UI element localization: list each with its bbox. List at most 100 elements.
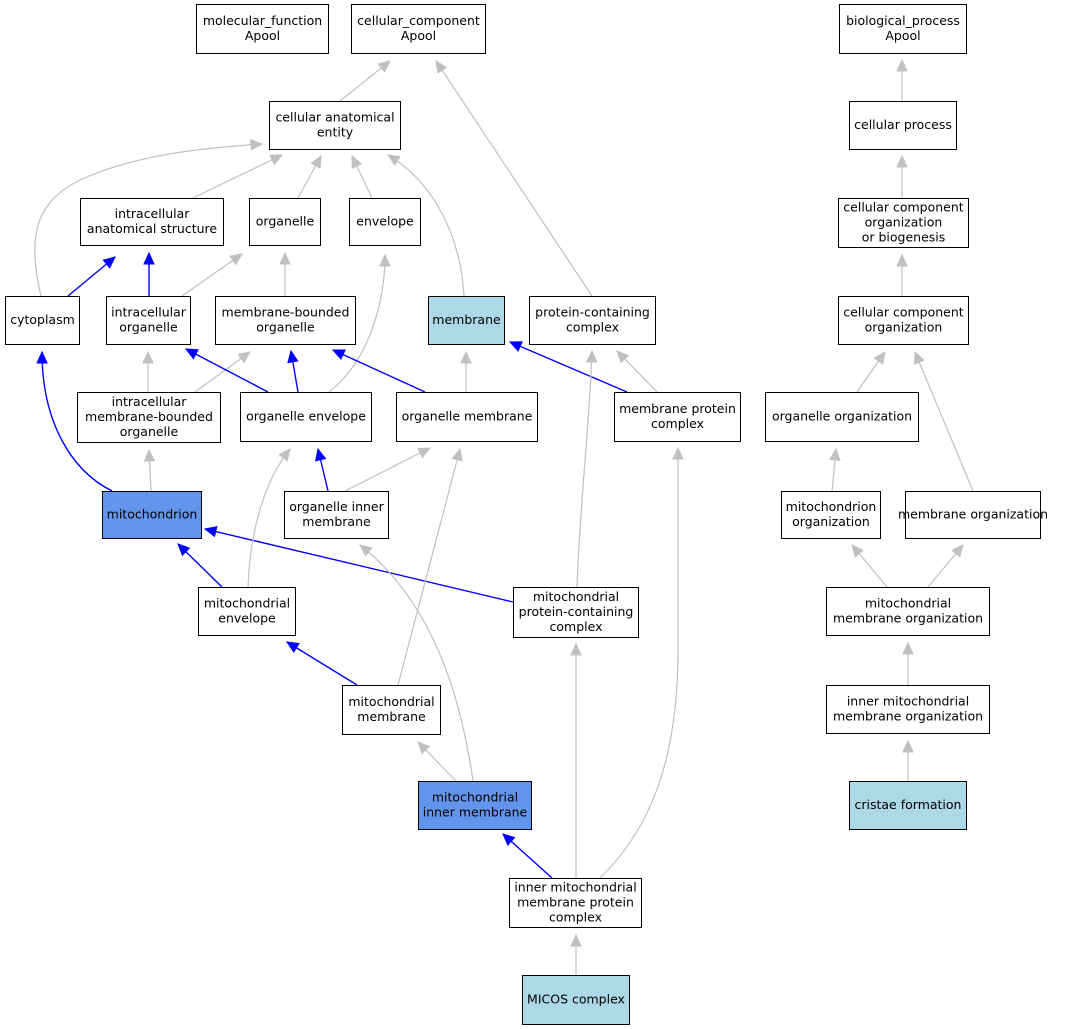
node-env[interactable]: envelope (349, 198, 421, 246)
arrowhead (417, 741, 431, 755)
edge-micos-to-impc (570, 933, 582, 975)
node-oenv[interactable]: organelle envelope (240, 392, 372, 442)
edge-imo-to-mmo (902, 641, 914, 685)
arrowhead (315, 447, 327, 462)
node-label-line: protein-containing (535, 305, 650, 320)
arrowhead (896, 154, 908, 168)
node-box (284, 491, 389, 539)
edge-mmem-to-menv (285, 641, 358, 686)
node-box (396, 392, 538, 442)
edge-ccob-to-cp (896, 154, 908, 198)
node-memo[interactable]: membrane organization (898, 491, 1048, 539)
node-label-line: inner mitochondrial (514, 880, 636, 895)
edge-omem-to-mbo (331, 349, 426, 393)
arrowhead (359, 544, 373, 557)
node-label-line: MICOS complex (527, 992, 625, 1007)
node-label-line: organelle envelope (246, 409, 366, 424)
arrowhead (417, 447, 432, 459)
node-label-line: cellular process (854, 117, 952, 132)
node-label-line: Apool (245, 28, 280, 43)
edge-mbo-to-org (279, 251, 291, 296)
node-org[interactable]: organelle (249, 198, 321, 246)
node-mito[interactable]: mitochondrion (102, 491, 202, 539)
node-label-line: organization (792, 514, 870, 529)
node-box (196, 4, 329, 54)
node-box (351, 4, 486, 54)
arrowhead (143, 448, 156, 462)
arrowhead (851, 544, 864, 558)
edge-cyto-to-cae (34, 139, 264, 297)
node-omem[interactable]: organelle membrane (396, 392, 538, 442)
node-label-line: organelle inner (289, 499, 384, 514)
node-micos[interactable]: MICOS complex (522, 975, 630, 1025)
node-label-line: complex (566, 320, 619, 335)
node-label-line: cellular anatomical (275, 110, 394, 125)
edge-oenv-to-mbo (287, 349, 299, 393)
node-label-line: Apool (401, 28, 436, 43)
edge-mito-to-cyto (36, 350, 113, 492)
node-box (614, 392, 741, 442)
node-oorg[interactable]: organelle organization (765, 392, 919, 442)
node-label-line: membrane protein (517, 895, 634, 910)
edge-cae-to-cc (339, 60, 391, 102)
edge-mmo-to-mo (851, 544, 888, 588)
node-cp[interactable]: cellular process (849, 101, 957, 150)
edge-ias-to-cae (192, 154, 284, 199)
node-box (838, 296, 969, 345)
edges-layer (34, 58, 974, 975)
arrowhead (285, 641, 300, 653)
node-label-line: complex (550, 619, 603, 634)
node-box (342, 685, 441, 735)
node-box (349, 198, 421, 246)
edge-mpc-to-mem (508, 341, 628, 393)
edge-oenv-to-env (328, 253, 391, 393)
arrowhead (287, 349, 299, 364)
edge-mo-to-oorg (829, 447, 841, 492)
node-label-line: membrane organization (833, 611, 983, 626)
node-mem[interactable]: membrane (428, 296, 505, 345)
arrowhead (278, 448, 291, 462)
arrowhead (829, 447, 841, 461)
node-label-line: organelle (256, 320, 315, 335)
arrowhead (914, 350, 925, 365)
arrowhead (310, 154, 322, 169)
edge-env-to-cae (351, 154, 373, 199)
arrowhead (229, 253, 243, 266)
node-label-line: organization (865, 215, 943, 230)
node-box (849, 101, 957, 150)
node-label-line: mitochondrial (533, 589, 619, 604)
node-cyto[interactable]: cytoplasm (5, 296, 80, 345)
node-label-line: membrane protein (619, 401, 736, 416)
node-box (513, 587, 639, 638)
node-label-line: mitochondrion (786, 499, 877, 514)
arrowhead (951, 544, 964, 558)
arrowhead (616, 350, 630, 364)
node-label-line: organelle membrane (402, 409, 533, 424)
node-box (838, 198, 969, 248)
edge-mpc-to-pcc (616, 350, 658, 393)
arrowhead (502, 833, 516, 846)
node-cf[interactable]: cristae formation (849, 781, 967, 830)
